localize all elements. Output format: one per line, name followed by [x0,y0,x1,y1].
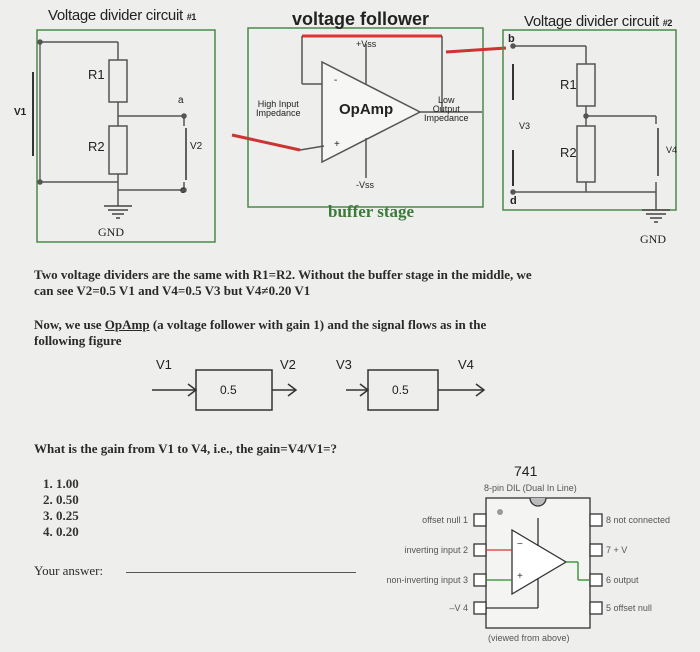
pin8-label: 8 not connected [606,515,671,525]
flow-v4-label: V4 [458,357,474,372]
opamp-link[interactable]: OpAmp [104,317,150,332]
gain1-label: 0.5 [220,383,237,397]
high-input-line1: High Input [257,99,299,109]
paragraph1-line2: can see V2=0.5 V1 and V4=0.5 V3 but V4≠0… [34,283,311,298]
low-output-label: Low Output Impedance [424,96,469,123]
follower-frame [247,27,484,208]
v1-label: V1 [14,107,27,118]
high-input-line2: Impedance [256,108,301,118]
opamp-label: OpAmp [339,101,394,118]
r1-label: R1 [88,67,105,82]
paragraph2-text-a: Now, we use [34,317,105,332]
chip-opamp-symbol [511,528,568,596]
voltage-follower [231,27,484,208]
v2-label: V2 [190,141,203,152]
option-3: 0.25 [56,508,79,524]
pin3-label: non-inverting input 3 [386,575,468,585]
option-1: 1.00 [56,476,79,492]
r2-label-2: R2 [560,145,577,160]
paragraph2-text-b: (a voltage follower with gain 1) and the… [149,317,487,332]
gain2-label: 0.5 [392,383,409,397]
answer-input[interactable] [126,571,356,573]
node-a-label: a [178,95,184,106]
divider-circuit-2 [502,29,677,223]
chip-name: 741 [514,463,538,479]
v4-label: V4 [666,145,678,155]
node-d-label: d [510,195,517,207]
paragraph2-line2: following figure [34,333,122,348]
opamp-triangle [321,60,422,164]
circuit1-frame [36,29,216,243]
chip-subtitle: 8-pin DIL (Dual In Line) [484,483,577,493]
option-4: 0.20 [56,524,79,540]
question-text: What is the gain from V1 to V4, i.e., th… [34,441,337,456]
chip-minus: − [517,539,523,550]
paragraph1-line1: Two voltage dividers are the same with R… [34,267,532,282]
input-wire [231,133,301,152]
vss-neg-label: -Vss [356,180,374,190]
pin7-label: 7 + V [606,545,628,555]
chip-741 [473,497,603,629]
r2-resistor-2 [576,125,596,183]
option-2: 0.50 [56,492,79,508]
gnd-label-1: GND [98,225,124,239]
divider-circuit-1 [32,29,216,243]
pin5-label: 5 offset null [606,603,652,613]
circuit2-frame [502,29,677,211]
pin2-label: inverting input 2 [404,545,468,555]
circuit2-title: Voltage divider circuit #2 [524,14,672,29]
signal-flow [152,369,486,411]
gnd-label-2: GND [640,232,666,246]
answer-label: Your answer: [34,563,104,578]
r1-label-2: R1 [560,77,577,92]
flow-v3-label: V3 [336,357,352,372]
low-output-line3: Impedance [424,113,469,123]
output-wire [445,46,507,54]
r1-resistor-2 [576,63,596,107]
high-input-label: High Input Impedance [256,100,301,118]
r2-resistor [108,125,128,175]
buffer-stage-label: buffer stage [328,202,415,221]
chip-viewed-label: (viewed from above) [488,633,570,643]
vss-pos-label: +Vss [356,39,377,49]
node-c-label: c [180,185,185,196]
circuit2-title-text: Voltage divider circuit [524,13,659,30]
opamp-minus: - [334,75,338,86]
flow-v1-label: V1 [156,357,172,372]
flow-v2-label: V2 [280,357,296,372]
chip-plus: + [517,571,523,582]
pin6-label: 6 output [606,575,639,585]
circuit2-title-mark: #2 [662,18,673,28]
answer-options: 1.00 0.50 0.25 0.20 [36,476,79,540]
low-output-line2: Output [432,104,460,114]
circuit1-title: Voltage divider circuit #1 [48,8,196,23]
circuit1-title-text: Voltage divider circuit [48,7,183,24]
pin1-label: offset null 1 [422,515,468,525]
low-output-line1: Low [438,95,455,105]
circuit1-title-mark: #1 [186,12,197,22]
node-b-label: b [508,33,515,45]
paragraph2-line1: Now, we use OpAmp (a voltage follower wi… [34,318,486,331]
r2-label: R2 [88,139,105,154]
v3-label: V3 [519,121,531,131]
r1-resistor [108,59,128,103]
pin4-label: –V 4 [449,603,468,613]
opamp-plus: + [334,139,340,150]
follower-title: voltage follower [292,9,430,29]
